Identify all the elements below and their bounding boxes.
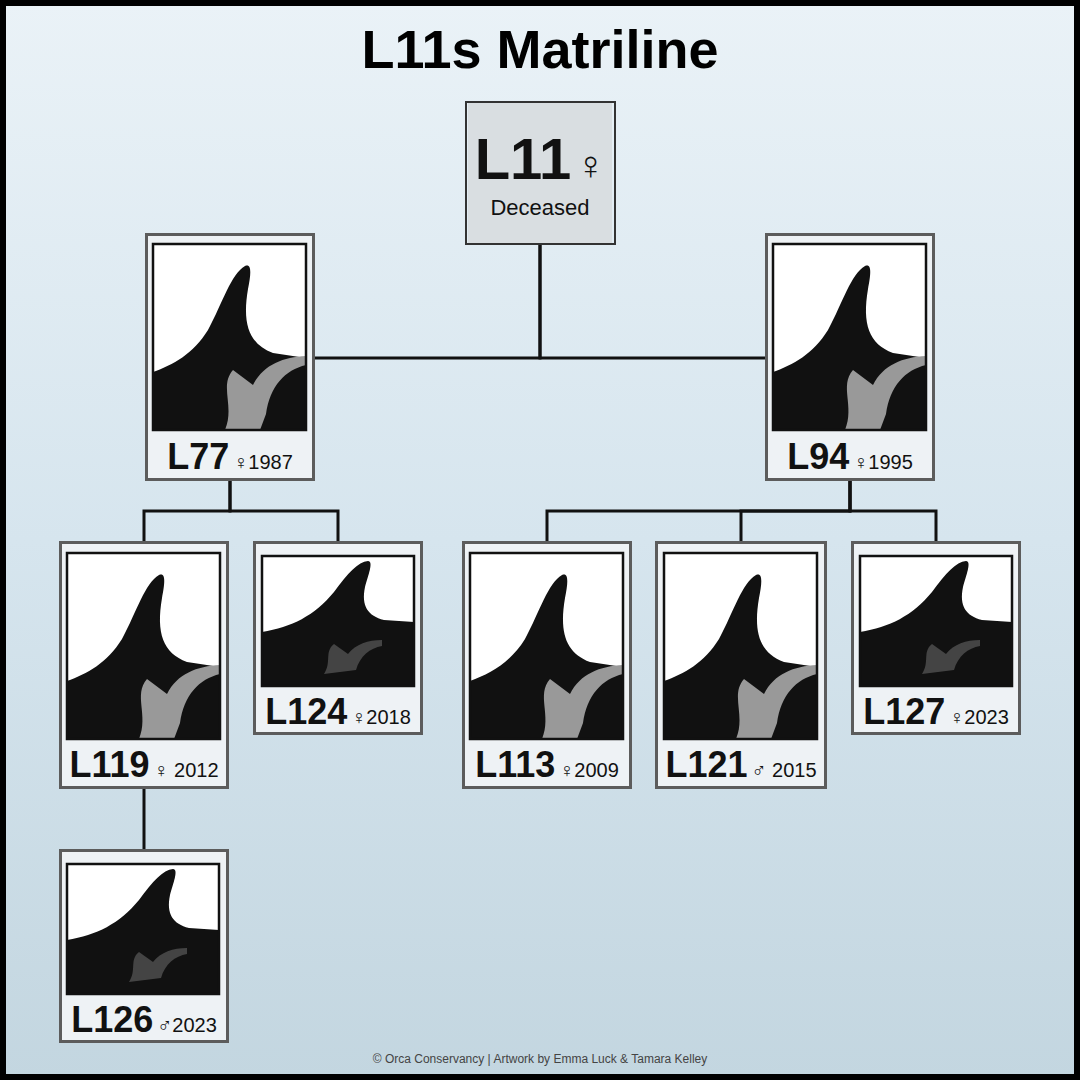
whale-id: L124 — [265, 691, 347, 733]
sex-birth-year: ♀1987 — [233, 451, 293, 474]
text-row: L124♀2018 — [256, 691, 420, 733]
sex-birth-year: ♂ 2015 — [752, 759, 817, 782]
lineage-connector — [540, 245, 765, 358]
lineage-connector — [741, 481, 850, 541]
whale-card: L94♀1995 — [765, 233, 935, 481]
text-row: L126♂2023 — [62, 999, 226, 1041]
sex-birth-year: ♂2023 — [157, 1014, 217, 1037]
whale-card: L77♀1987 — [145, 233, 315, 481]
lineage-connector — [315, 245, 540, 358]
lineage-connector — [144, 481, 230, 541]
whale-id: L121 — [665, 744, 747, 786]
lineage-connector — [230, 481, 338, 541]
fin-pictures — [67, 244, 1012, 994]
sex-birth-year: ♀2018 — [351, 706, 411, 729]
text-row: L11♀ — [467, 125, 614, 192]
sex-symbol: ♀ — [575, 143, 605, 188]
whale-id: L94 — [787, 436, 849, 478]
whale-id: L11 — [475, 125, 572, 192]
whale-card: L119♀ 2012 — [59, 541, 229, 789]
text-row: L119♀ 2012 — [62, 744, 226, 786]
ancestor-box: L11♀ Deceased — [465, 101, 616, 245]
sex-birth-year: ♀2023 — [949, 706, 1009, 729]
page-border — [3, 3, 1077, 1077]
credit-caption: © Orca Conservancy | Artwork by Emma Luc… — [0, 1052, 1080, 1066]
text-row: L121♂ 2015 — [658, 744, 824, 786]
lineage-connector — [143, 789, 146, 849]
whale-id: L126 — [71, 999, 153, 1041]
whale-id: L119 — [69, 744, 149, 786]
whale-card: L126♂2023 — [59, 849, 229, 1043]
text-row: Deceased — [467, 195, 614, 221]
text-row: L94♀1995 — [768, 436, 932, 478]
lineage-connector — [547, 481, 850, 541]
whale-id: L77 — [167, 436, 229, 478]
whale-card: L113♀2009 — [462, 541, 632, 789]
status-note: Deceased — [490, 195, 589, 221]
whale-card: L124♀2018 — [253, 541, 423, 735]
lineage-connector — [850, 481, 936, 541]
sex-birth-year: ♀1995 — [853, 451, 913, 474]
whale-id: L127 — [863, 691, 945, 733]
text-row: L127♀2023 — [854, 691, 1018, 733]
whale-id: L113 — [475, 744, 555, 786]
whale-card: L121♂ 2015 — [655, 541, 827, 789]
text-row: L113♀2009 — [465, 744, 629, 786]
sex-birth-year: ♀2009 — [559, 759, 619, 782]
text-row: L77♀1987 — [148, 436, 312, 478]
sex-birth-year: ♀ 2012 — [154, 759, 219, 782]
whale-card: L127♀2023 — [851, 541, 1021, 735]
card-grounds — [59, 101, 1021, 1043]
diagram-title: L11s Matriline — [0, 18, 1080, 80]
